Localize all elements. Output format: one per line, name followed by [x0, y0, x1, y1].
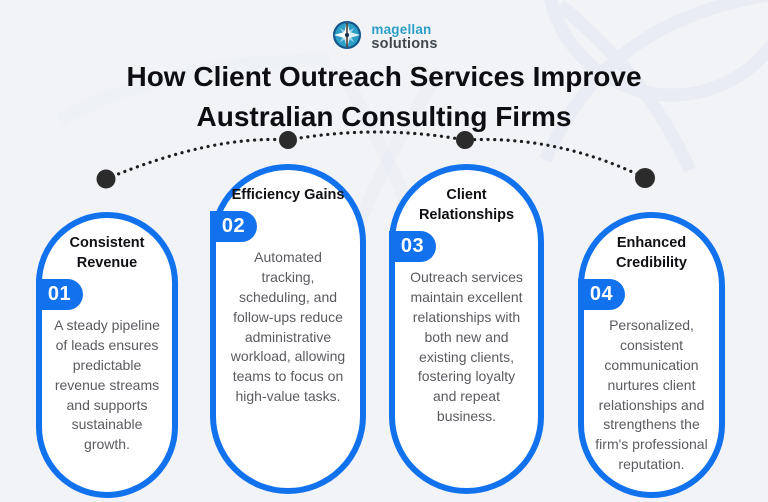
page-title-line2: Australian Consulting Firms	[196, 100, 572, 132]
page-title-line1: How Client Outreach Services Improve	[126, 61, 642, 92]
card-number-badge: 03	[389, 231, 436, 262]
page-title: How Client Outreach Services Improve Aus…	[0, 57, 768, 137]
card-efficiency-gains: Efficiency Gains 02 Automated tracking, …	[210, 164, 366, 494]
card-consistent-revenue: Consistent Revenue 01 A steady pipeline …	[36, 212, 178, 498]
card-number-badge: 01	[36, 279, 83, 310]
card-description: Outreach services maintain excellent rel…	[410, 269, 523, 425]
card-description: Automated tracking, scheduling, and foll…	[230, 249, 346, 405]
dotted-arc-line	[104, 130, 647, 181]
card-description: Personalized, consistent communication n…	[595, 317, 708, 473]
card-number-badge: 04	[578, 279, 625, 310]
compass-rose-icon	[330, 18, 364, 57]
card-description: A steady pipeline of leads ensures predi…	[54, 317, 160, 453]
card-title: Efficiency Gains	[231, 187, 345, 203]
card-number: 02	[221, 215, 246, 237]
card-enhanced-credibility: Enhanced Credibility 04 Personalized, co…	[578, 212, 725, 498]
card-title: Enhanced Credibility	[616, 235, 687, 271]
card-number: 01	[47, 283, 72, 305]
brand-logo: magellan solutions	[0, 18, 768, 57]
brand-name-solutions: solutions	[371, 35, 438, 52]
card-title: Consistent Revenue	[69, 235, 145, 271]
card-client-relationships: Client Relationships 03 Outreach service…	[389, 164, 544, 494]
card-number: 04	[589, 283, 614, 305]
timeline-dot	[635, 168, 655, 188]
card-number: 03	[400, 235, 425, 257]
card-number-badge: 02	[210, 211, 257, 242]
card-title: Client Relationships	[418, 187, 515, 223]
brand-name-magellan: magellan	[371, 21, 432, 37]
timeline-dot	[96, 169, 116, 189]
